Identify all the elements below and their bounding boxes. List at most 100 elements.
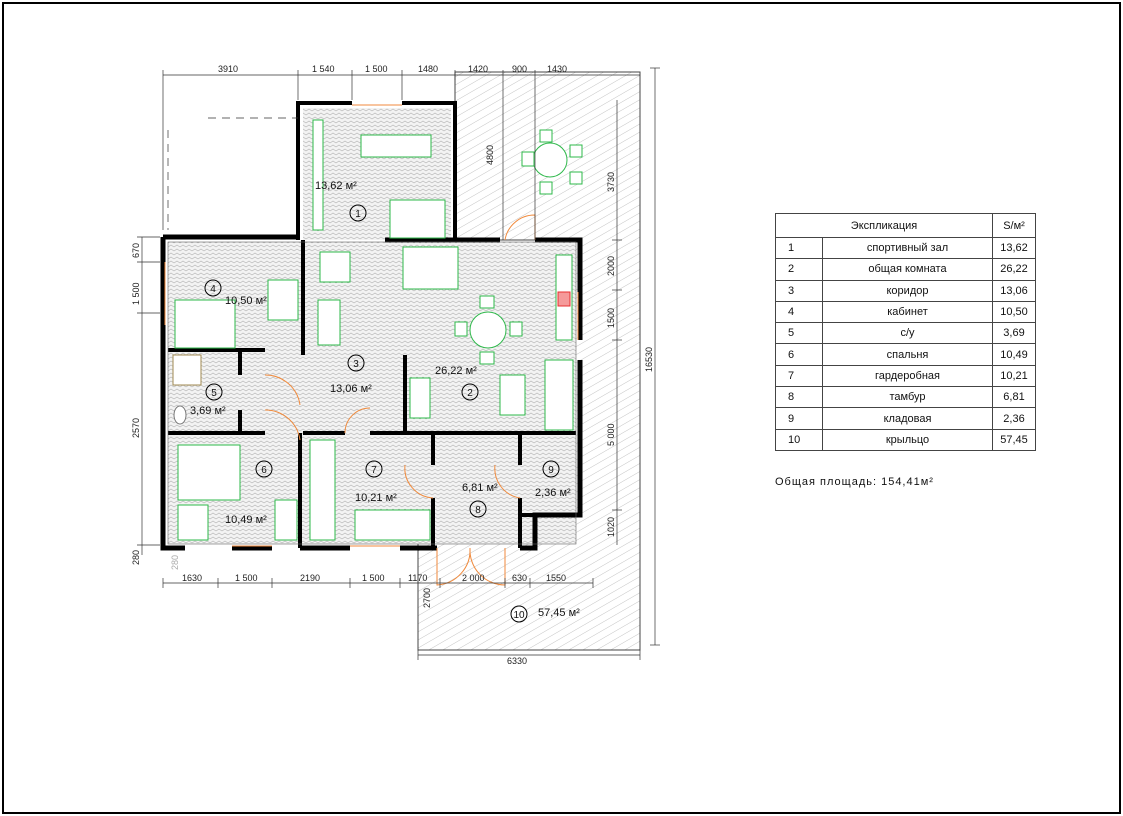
room-area: 13,06 м² xyxy=(330,383,372,395)
table-header: Экспликация S/м² xyxy=(775,213,1036,238)
room-number: 4 xyxy=(210,284,216,295)
dim-porch-depth: 2700 xyxy=(422,588,432,608)
dim-left: 670 xyxy=(131,243,141,258)
row-no: 10 xyxy=(775,428,823,451)
dim-bottom: 2 000 xyxy=(462,573,485,583)
walls xyxy=(160,101,583,551)
dim-bottom: 1 500 xyxy=(235,573,258,583)
row-name: кабинет xyxy=(822,300,993,324)
row-area: 2,36 xyxy=(992,407,1036,430)
room-number: 9 xyxy=(548,465,554,476)
row-no: 1 xyxy=(775,236,823,260)
row-no: 3 xyxy=(775,279,823,302)
total-area: Общая площадь: 154,41м² xyxy=(775,476,934,488)
row-name: с/у xyxy=(822,322,993,345)
dimension-lines xyxy=(137,67,660,660)
row-name: тамбур xyxy=(822,386,993,409)
dim-bottom: 1170 xyxy=(408,573,427,583)
room-labels xyxy=(204,204,560,623)
room-number: 7 xyxy=(371,465,377,476)
row-area: 6,81 xyxy=(992,386,1036,409)
row-name: кладовая xyxy=(822,407,993,430)
room-area: 57,45 м² xyxy=(538,607,580,619)
room-number: 2 xyxy=(467,388,473,399)
dim-top: 1 540 xyxy=(312,64,335,74)
row-area: 26,22 xyxy=(992,258,1036,281)
dim-top: 1430 xyxy=(547,64,567,74)
dim-top: 1480 xyxy=(418,64,438,74)
row-no: 9 xyxy=(775,407,823,430)
room-area: 3,69 м² xyxy=(190,405,226,417)
dim-left: 280 xyxy=(170,555,180,570)
dim-bottom: 630 xyxy=(512,573,527,583)
row-area: 3,69 xyxy=(992,322,1036,345)
room-area: 10,21 м² xyxy=(355,492,397,504)
row-area: 57,45 xyxy=(992,428,1036,451)
room-area: 10,50 м² xyxy=(225,295,267,307)
room-area: 26,22 м² xyxy=(435,365,477,377)
dim-porch-width: 6330 xyxy=(507,656,527,666)
dim-left: 1 500 xyxy=(131,282,141,305)
room-number: 3 xyxy=(353,359,359,370)
row-name: общая комната xyxy=(822,258,993,281)
dim-right: 5 000 xyxy=(606,423,616,446)
table-title: Экспликация xyxy=(775,213,993,238)
dim-bottom: 1550 xyxy=(546,573,566,583)
area-header: S/м² xyxy=(992,213,1036,238)
row-name: коридор xyxy=(822,279,993,302)
dim-right: 1020 xyxy=(606,517,616,537)
dim-top: 900 xyxy=(512,64,527,74)
dim-overall-height: 16530 xyxy=(644,347,654,372)
row-no: 5 xyxy=(775,322,823,345)
room-area: 13,62 м² xyxy=(315,180,357,192)
row-area: 10,49 xyxy=(992,343,1036,366)
dim-top: 3910 xyxy=(218,64,238,74)
dim-left: 280 xyxy=(131,550,141,565)
row-area: 13,62 xyxy=(992,236,1036,260)
dim-top: 1 500 xyxy=(365,64,388,74)
row-no: 2 xyxy=(775,258,823,281)
room-area: 10,49 м² xyxy=(225,514,267,526)
row-no: 8 xyxy=(775,386,823,409)
row-no: 4 xyxy=(775,300,823,324)
dim-top: 1420 xyxy=(468,64,488,74)
room-number: 6 xyxy=(261,465,267,476)
room-area: 6,81 м² xyxy=(462,482,498,494)
dim-bottom: 2190 xyxy=(300,573,320,583)
room-number: 10 xyxy=(513,610,525,621)
doors-windows xyxy=(164,104,579,586)
row-no: 7 xyxy=(775,364,823,388)
room-number: 1 xyxy=(355,209,361,220)
row-area: 10,21 xyxy=(992,364,1036,388)
row-name: спальня xyxy=(822,343,993,366)
row-name: гардеробная xyxy=(822,364,993,388)
dim-bottom: 1630 xyxy=(182,573,202,583)
row-area: 10,50 xyxy=(992,300,1036,324)
furniture xyxy=(172,119,583,541)
dim-left: 2570 xyxy=(131,418,141,438)
row-area: 13,06 xyxy=(992,279,1036,302)
room-number: 5 xyxy=(211,388,217,399)
row-name: крыльцо xyxy=(822,428,993,451)
row-name: спортивный зал xyxy=(822,236,993,260)
room-area: 2,36 м² xyxy=(535,487,571,499)
dim-right: 1500 xyxy=(606,308,616,328)
dim-terrace-depth: 4800 xyxy=(485,145,495,165)
dim-bottom: 1 500 xyxy=(362,573,385,583)
dim-right: 2000 xyxy=(606,256,616,276)
room-number: 8 xyxy=(475,505,481,516)
row-no: 6 xyxy=(775,343,823,366)
dim-right: 3730 xyxy=(606,172,616,192)
